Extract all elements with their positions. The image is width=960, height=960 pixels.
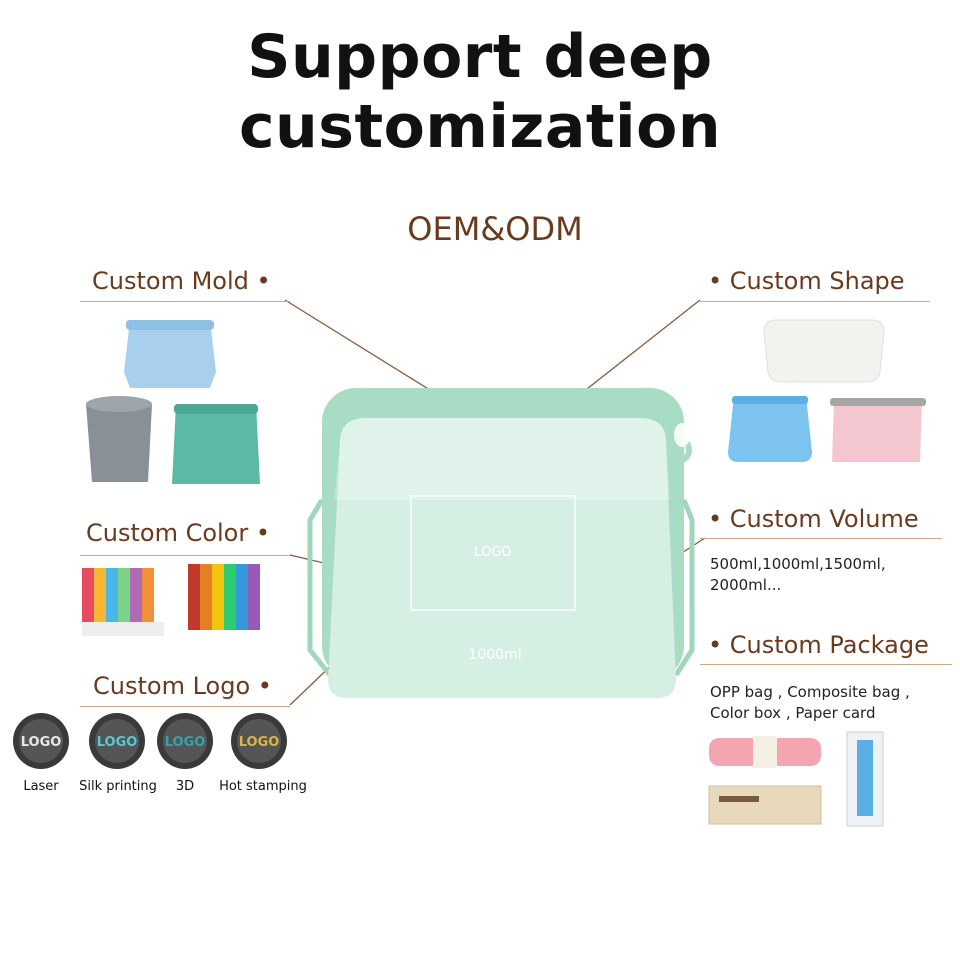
logo-area-box [410,495,576,611]
mold-gray-cup [86,404,152,482]
shape-samples-image [728,319,926,462]
connector-mold [284,299,431,391]
underline-mold [80,301,290,302]
volume-options: 500ml,1000ml,1500ml, 2000ml... [710,555,886,594]
package-paper-card [708,785,822,825]
mold-samples-image [86,320,260,484]
package-options: OPP bag , Composite bag , Color box , Pa… [710,683,910,722]
swatch-fan-right [188,564,260,630]
label-custom-mold: Custom Mold • [92,267,271,295]
swatch-fan-left [82,568,164,636]
logo-method-laser: LOGO Laser [12,712,70,794]
logo-methods: LOGO Laser LOGO Silk printing LOGO 3D LO… [6,712,316,794]
svg-text:LOGO: LOGO [239,735,280,750]
right-handle [673,499,695,677]
underline-package [700,664,952,665]
svg-text:LOGO: LOGO [97,735,138,750]
badge-silk-icon: LOGO [89,713,145,769]
svg-text:LOGO: LOGO [165,735,206,750]
badge-3d-icon: LOGO [157,713,213,769]
underline-volume [700,538,942,539]
label-custom-color: Custom Color • [86,519,271,547]
underline-shape [700,301,930,302]
color-swatch-fans-image [82,564,260,636]
underline-color [80,555,290,556]
badge-laser-icon: LOGO [13,713,69,769]
label-custom-logo: Custom Logo • [93,672,272,700]
label-custom-volume: • Custom Volume [708,505,919,533]
product-bag-illustration [307,388,695,698]
logo-method-silk-printing: LOGO Silk printing [78,712,158,794]
label-custom-shape: • Custom Shape [708,267,905,295]
logo-method-hot-stamping: LOGO Hot stamping [218,712,308,794]
left-handle [307,498,332,677]
mold-teal-bag [172,404,260,484]
shape-white-bag [763,319,885,383]
connector-shape [577,299,701,397]
product-volume-text: 1000ml [468,647,522,663]
package-samples-image [708,731,884,827]
logo-method-3d: LOGO 3D [156,712,214,794]
badge-hot-stamping-icon: LOGO [231,713,287,769]
page-subtitle: OEM&ODM [407,210,583,248]
mold-blue-bag [124,320,216,388]
shape-pink-bag [832,400,922,462]
bag-body [328,418,676,698]
underline-logo [80,706,290,707]
label-custom-package: • Custom Package [708,631,929,659]
page-title: Support deep customization [238,22,722,162]
svg-text:LOGO: LOGO [21,735,62,750]
shape-blue-bag [728,396,812,462]
product-logo-placeholder: LOGO [474,545,512,560]
